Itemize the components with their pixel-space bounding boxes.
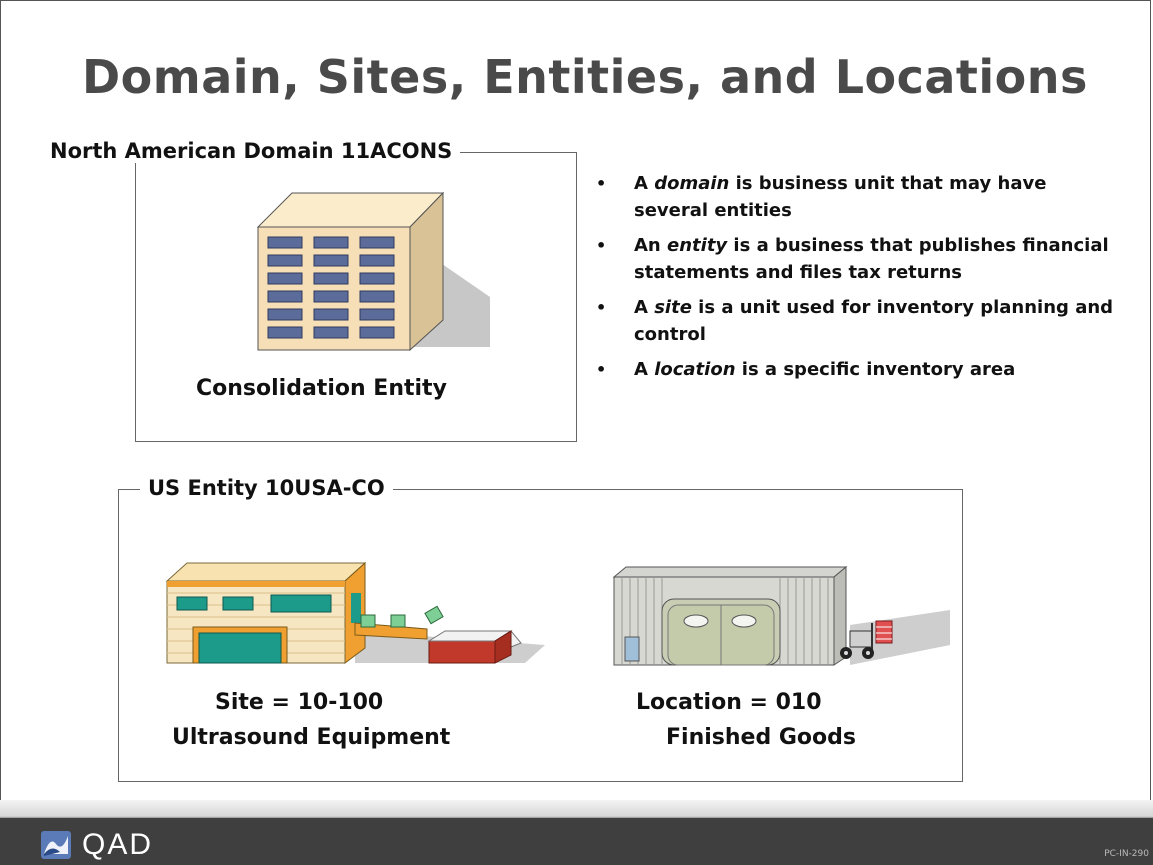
term-location: location: [654, 359, 736, 380]
bullet-dot-icon: •: [596, 298, 607, 317]
footer-dark-band: [0, 818, 1153, 865]
bullet-entity: •An entity is a business that publishes …: [592, 232, 1117, 286]
bullet-site: •A site is a unit used for inventory pla…: [592, 294, 1117, 348]
term-site: site: [654, 297, 692, 318]
slide-frame: [0, 0, 1151, 800]
domain-box-label: North American Domain 11ACONS: [42, 139, 461, 163]
bullet-dot-icon: •: [596, 174, 607, 193]
factory-conveyor-icon: [165, 561, 545, 664]
office-building-icon: [256, 191, 490, 352]
term-entity: entity: [667, 235, 728, 256]
page-code: PC-IN-290: [1104, 849, 1149, 859]
location-caption-line2: Finished Goods: [666, 725, 856, 750]
logo-text: QAD: [82, 828, 154, 861]
location-caption-line1: Location = 010: [636, 690, 822, 715]
site-caption-line1: Site = 10-100: [215, 690, 384, 715]
qad-logo-icon: [41, 831, 71, 859]
bullet-domain: •A domain is business unit that may have…: [592, 170, 1117, 224]
definition-list: •A domain is business unit that may have…: [592, 170, 1117, 391]
slide-title: Domain, Sites, Entities, and Locations: [82, 50, 1088, 104]
warehouse-forklift-icon: [612, 565, 950, 666]
bullet-dot-icon: •: [596, 236, 607, 255]
term-domain: domain: [654, 173, 730, 194]
site-caption-line2: Ultrasound Equipment: [172, 725, 451, 750]
entity-box-label: US Entity 10USA-CO: [140, 476, 393, 500]
consolidation-entity-caption: Consolidation Entity: [196, 376, 447, 401]
bullet-dot-icon: •: [596, 360, 607, 379]
entity-box: [118, 489, 963, 782]
qad-logo: QAD: [40, 828, 153, 862]
bullet-location: •A location is a specific inventory area: [592, 356, 1117, 383]
